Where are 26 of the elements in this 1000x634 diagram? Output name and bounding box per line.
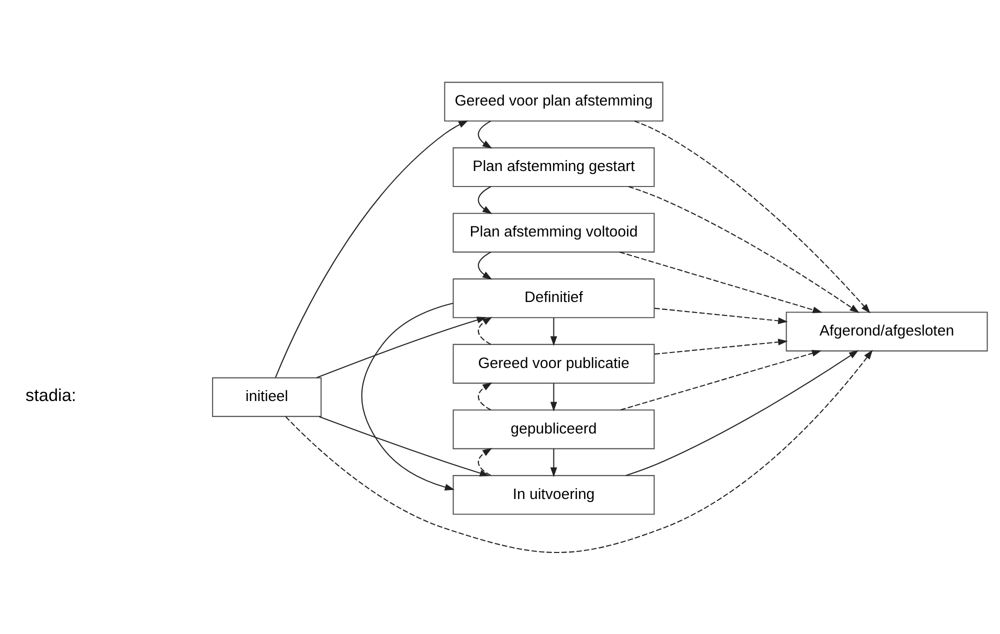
arrow	[478, 447, 492, 476]
node-box: In uitvoering	[452, 474, 655, 514]
node-box: initieel	[212, 376, 322, 416]
arrow	[361, 302, 455, 490]
arrow	[550, 317, 558, 346]
node-box: Plan afstemming gestart	[452, 146, 655, 187]
arrow	[318, 416, 490, 476]
node-box: gepubliceerd	[452, 408, 655, 449]
arrow	[275, 120, 468, 378]
arrow	[626, 350, 859, 476]
arrow	[654, 307, 788, 324]
node-box: Plan afstemming voltooid	[452, 212, 655, 252]
label: stadia:	[26, 384, 76, 405]
arrow	[550, 382, 558, 412]
node-box: Afgerond/afgesloten	[786, 311, 988, 351]
node-box: Gereed voor plan afstemming	[444, 81, 664, 122]
arrow	[285, 349, 873, 552]
arrow	[634, 120, 870, 313]
arrow	[316, 316, 487, 378]
arrow	[628, 186, 860, 313]
arrow	[620, 350, 822, 410]
arrow	[550, 448, 558, 477]
arrow	[619, 251, 822, 313]
node-box: Definitief	[452, 278, 655, 318]
arrow	[654, 338, 788, 354]
node-box: Gereed voor publicatie	[452, 343, 655, 384]
